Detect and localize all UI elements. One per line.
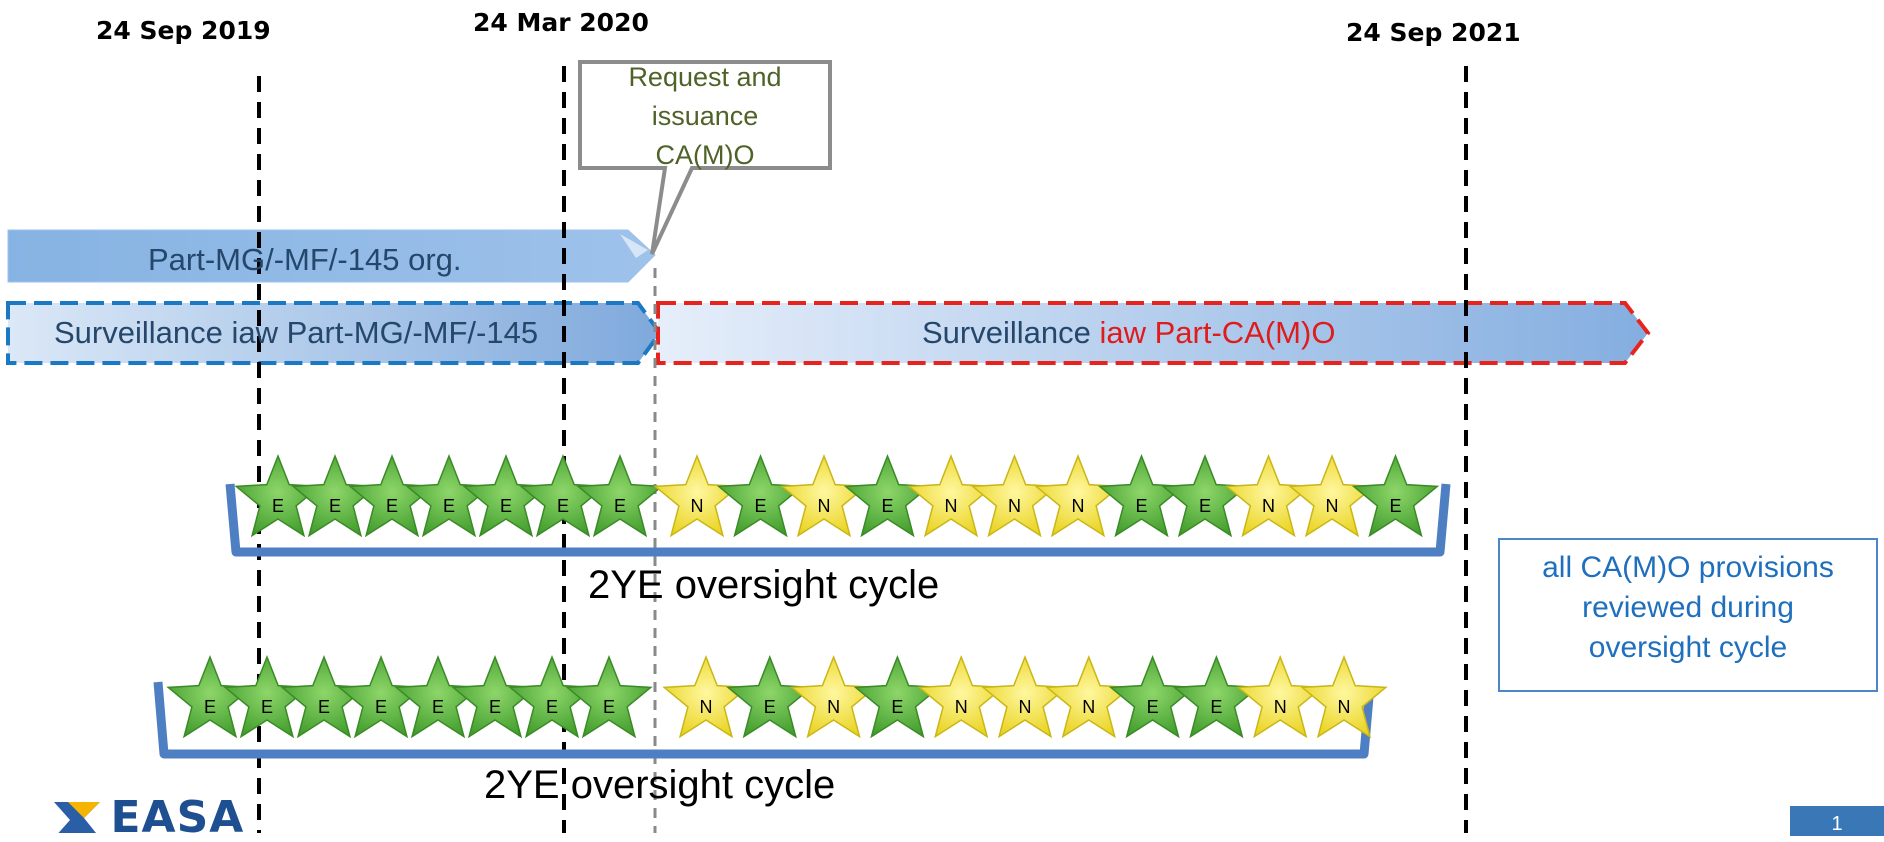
cycle-1-star-label: N bbox=[1326, 496, 1339, 516]
bracket-top bbox=[225, 483, 1451, 557]
page-number: 1 bbox=[1790, 806, 1884, 836]
bracket-bottom bbox=[153, 681, 1375, 759]
cycle-2-star-label: E bbox=[489, 697, 501, 717]
cycle-1-star-e bbox=[1351, 453, 1440, 538]
surveillance-new-prefix: Surveillance bbox=[922, 315, 1100, 350]
cycle-2-star-label: E bbox=[432, 697, 444, 717]
date-label-2019: 24 Sep 2019 bbox=[96, 16, 271, 45]
note-box: all CA(M)O provisions reviewed during ov… bbox=[1498, 538, 1878, 692]
cycle-1-star-label: N bbox=[1008, 496, 1021, 516]
cycle-1-star-label: N bbox=[945, 496, 958, 516]
cycle-label-bottom: 2YE oversight cycle bbox=[484, 763, 836, 807]
callout-line-1: Request and bbox=[628, 62, 782, 92]
cycle-2-star-label: E bbox=[891, 697, 903, 717]
surveillance-new-label: Surveillance iaw Part-CA(M)O bbox=[922, 315, 1335, 351]
date-label-2020: 24 Mar 2020 bbox=[473, 8, 649, 37]
cycle-2-star-label: N bbox=[1082, 697, 1095, 717]
cycle-1-star-label: E bbox=[272, 496, 284, 516]
org-bar-fold bbox=[620, 234, 648, 258]
cycle-2-star-label: E bbox=[603, 697, 615, 717]
cycle-label-top: 2YE oversight cycle bbox=[588, 563, 940, 607]
surveillance-old-label: Surveillance iaw Part-MG/-MF/-145 bbox=[54, 315, 539, 350]
cycle-2-star-label: E bbox=[1210, 697, 1222, 717]
cycle-1-star-label: E bbox=[1135, 496, 1147, 516]
cycle-1-star-label: E bbox=[614, 496, 626, 516]
cycle-1-star-label: E bbox=[386, 496, 398, 516]
cycle-2-star-e bbox=[565, 654, 653, 739]
cycle-2-star-label: N bbox=[1274, 697, 1287, 717]
cycle-2-star-label: N bbox=[955, 697, 968, 717]
callout-line-3: CA(M)O bbox=[655, 140, 755, 170]
cycle-2-star-label: N bbox=[700, 697, 713, 717]
cycle-2-star-label: N bbox=[1019, 697, 1032, 717]
cycle-2-star-label: E bbox=[1147, 697, 1159, 717]
cycle-1-star-label: N bbox=[691, 496, 704, 516]
surveillance-old-bar bbox=[6, 301, 663, 365]
note-line-2: reviewed during bbox=[1582, 591, 1794, 624]
callout-box bbox=[578, 60, 832, 255]
org-bar bbox=[7, 229, 656, 283]
cycle-1-star-label: E bbox=[881, 496, 893, 516]
cycle-1-star-label: E bbox=[500, 496, 512, 516]
callout-text: Request and issuance CA(M)O bbox=[590, 58, 820, 175]
cycle-1-star-label: N bbox=[1262, 496, 1275, 516]
cycle-1-star-label: E bbox=[1389, 496, 1401, 516]
cycle-1-star-label: E bbox=[1199, 496, 1211, 516]
cycle-2-star-label: E bbox=[261, 697, 273, 717]
cycle-1-star-e bbox=[576, 453, 664, 538]
surveillance-new-bar bbox=[656, 301, 1651, 365]
cycle-2-star-label: E bbox=[375, 697, 387, 717]
easa-logo: EASA bbox=[54, 794, 244, 833]
cycle-1-star-label: E bbox=[443, 496, 455, 516]
cycle-2-star-label: N bbox=[827, 697, 840, 717]
date-label-2021: 24 Sep 2021 bbox=[1346, 18, 1521, 47]
cycle-1-star-label: N bbox=[818, 496, 831, 516]
cycle-1-star-label: E bbox=[329, 496, 341, 516]
org-bar-label: Part-MG/-MF/-145 org. bbox=[148, 242, 462, 277]
cycle-2-star-label: N bbox=[1338, 697, 1351, 717]
cycle-1-star-label: E bbox=[754, 496, 766, 516]
easa-logo-text: EASA bbox=[110, 794, 245, 833]
note-line-3: oversight cycle bbox=[1588, 631, 1788, 664]
cycle-2-star-label: E bbox=[764, 697, 776, 717]
cycle-1-star-label: E bbox=[557, 496, 569, 516]
cycle-1-star-label: N bbox=[1072, 496, 1085, 516]
surveillance-new-highlight: iaw Part-CA(M)O bbox=[1099, 315, 1336, 350]
cycle-2-star-n bbox=[1300, 654, 1388, 739]
callout-line-2: issuance bbox=[651, 101, 759, 131]
easa-logo-mark-icon bbox=[54, 802, 100, 833]
note-line-1: all CA(M)O provisions bbox=[1542, 551, 1834, 584]
cycle-2-star-label: E bbox=[318, 697, 330, 717]
cycle-2-star-label: E bbox=[546, 697, 558, 717]
cycle-2-star-label: E bbox=[204, 697, 216, 717]
